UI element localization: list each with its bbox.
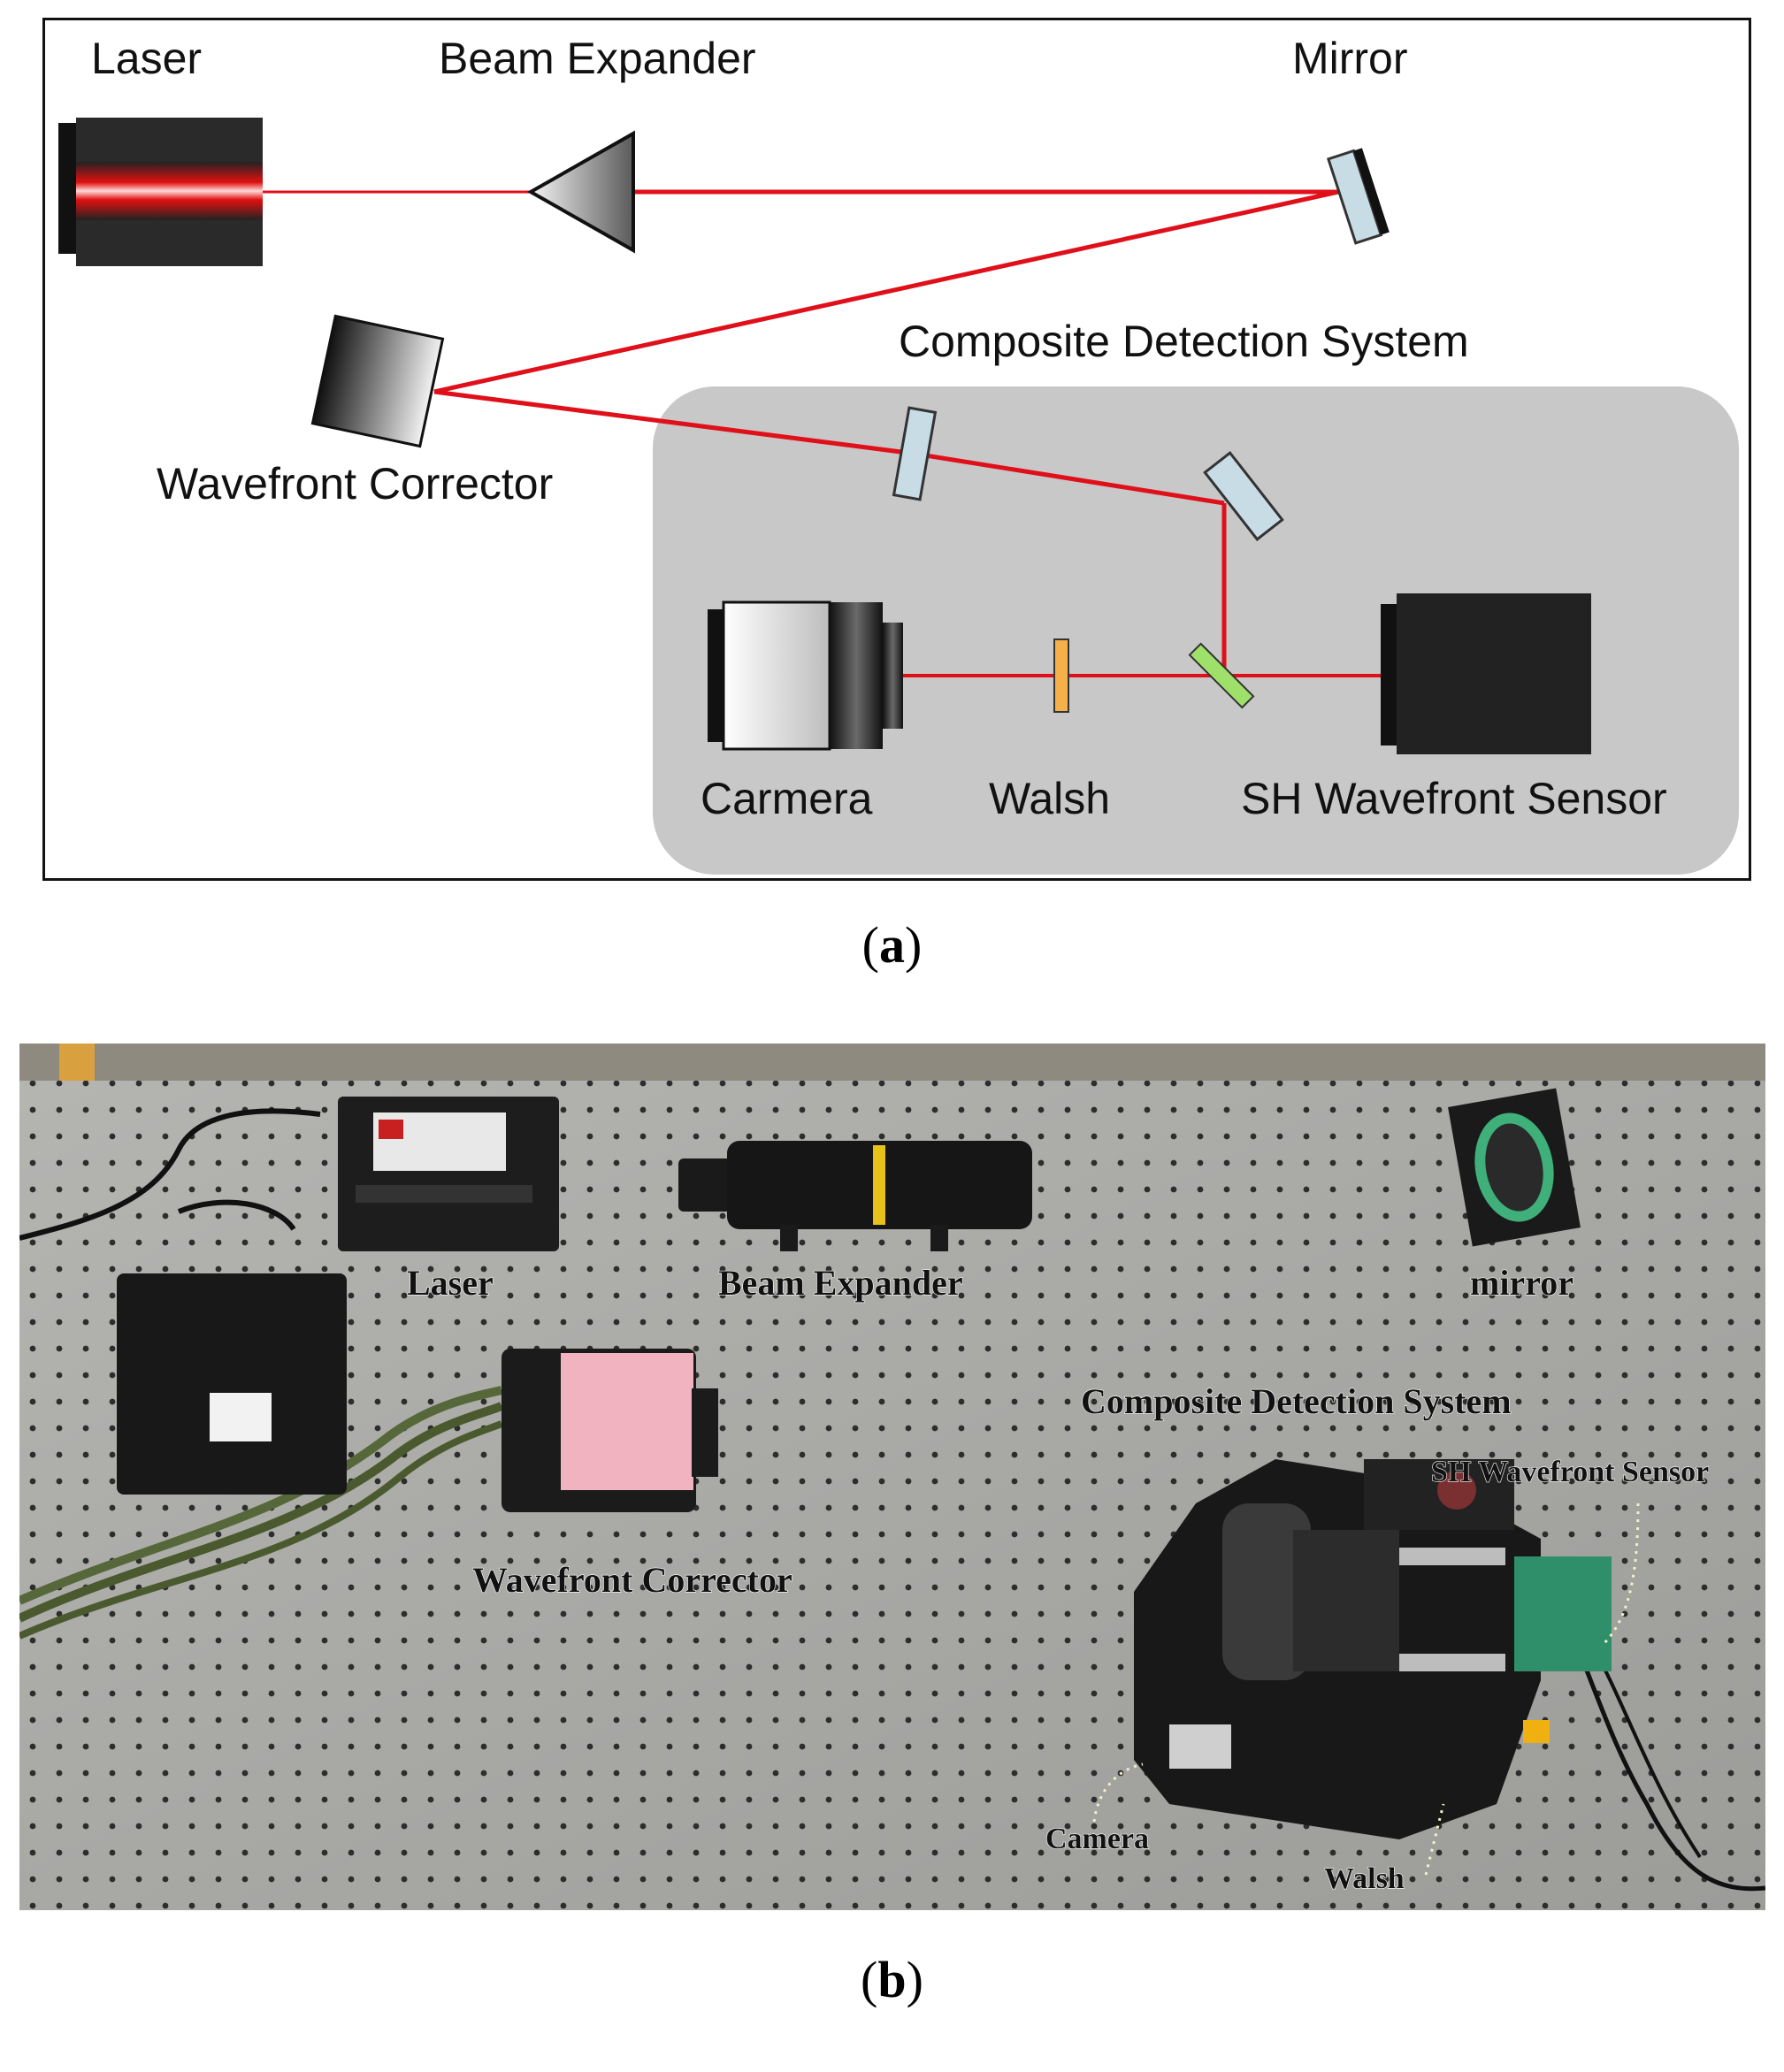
mirror-mount-photo	[1448, 1088, 1581, 1247]
controller-box-photo	[117, 1273, 347, 1495]
composite-detection-photo	[1134, 1459, 1612, 1839]
cables	[17, 1108, 1766, 1892]
label-wavefront-corrector: Wavefront Corrector	[157, 459, 553, 508]
laser-beam-path	[263, 189, 1381, 677]
wavefront-corrector-icon	[310, 314, 445, 448]
caption-b: (b)	[861, 1951, 923, 2008]
label-walsh: Walsh	[989, 774, 1110, 823]
schematic-svg: Laser Beam Expander Mirror Wavefront Cor…	[58, 34, 1739, 875]
label-laser: Laser	[91, 34, 202, 83]
photo-svg: Laser Beam Expander mirror Wavefr	[17, 1044, 1766, 1910]
photo-pointers	[1092, 1502, 1640, 1876]
schematic-panel: Laser Beam Expander Mirror Wavefront Cor…	[42, 18, 1751, 881]
photo-panel: Laser Beam Expander mirror Wavefr	[17, 1044, 1766, 1910]
beam-expander-photo	[678, 1141, 1032, 1251]
walsh-filter-icon	[1053, 638, 1069, 713]
photo-label-beam-expander: Beam Expander	[718, 1263, 963, 1303]
laser-unit-photo	[338, 1097, 559, 1251]
dichroic-splitter-icon	[1188, 642, 1255, 709]
camera-icon	[708, 600, 903, 751]
label-sh-wavefront-sensor: SH Wavefront Sensor	[1241, 774, 1667, 823]
fold-mirror-icon	[1203, 450, 1284, 542]
laser-source-icon	[58, 118, 263, 266]
label-mirror: Mirror	[1292, 34, 1408, 83]
beam-splitter-1-icon	[892, 406, 938, 501]
sh-wavefront-sensor-icon	[1381, 593, 1591, 754]
photo-label-sh-wavefront-sensor: SH Wavefront Sensor	[1431, 1456, 1709, 1488]
floor-strip	[19, 1044, 1765, 1081]
photo-label-composite-detection-system: Composite Detection System	[1081, 1381, 1512, 1421]
photo-label-mirror: mirror	[1470, 1263, 1573, 1303]
label-beam-expander: Beam Expander	[439, 34, 756, 83]
beam-expander-icon	[526, 130, 635, 254]
photo-label-camera: Camera	[1045, 1823, 1149, 1855]
photo-label-wavefront-corrector: Wavefront Corrector	[472, 1560, 792, 1600]
label-composite-detection-system: Composite Detection System	[899, 317, 1469, 366]
caption-a: (a)	[861, 916, 923, 974]
label-camera: Carmera	[701, 774, 873, 823]
photo-label-walsh: Walsh	[1324, 1862, 1405, 1895]
wavefront-corrector-photo	[502, 1349, 718, 1512]
photo-label-laser: Laser	[407, 1263, 494, 1303]
mirror-icon	[1326, 148, 1390, 245]
